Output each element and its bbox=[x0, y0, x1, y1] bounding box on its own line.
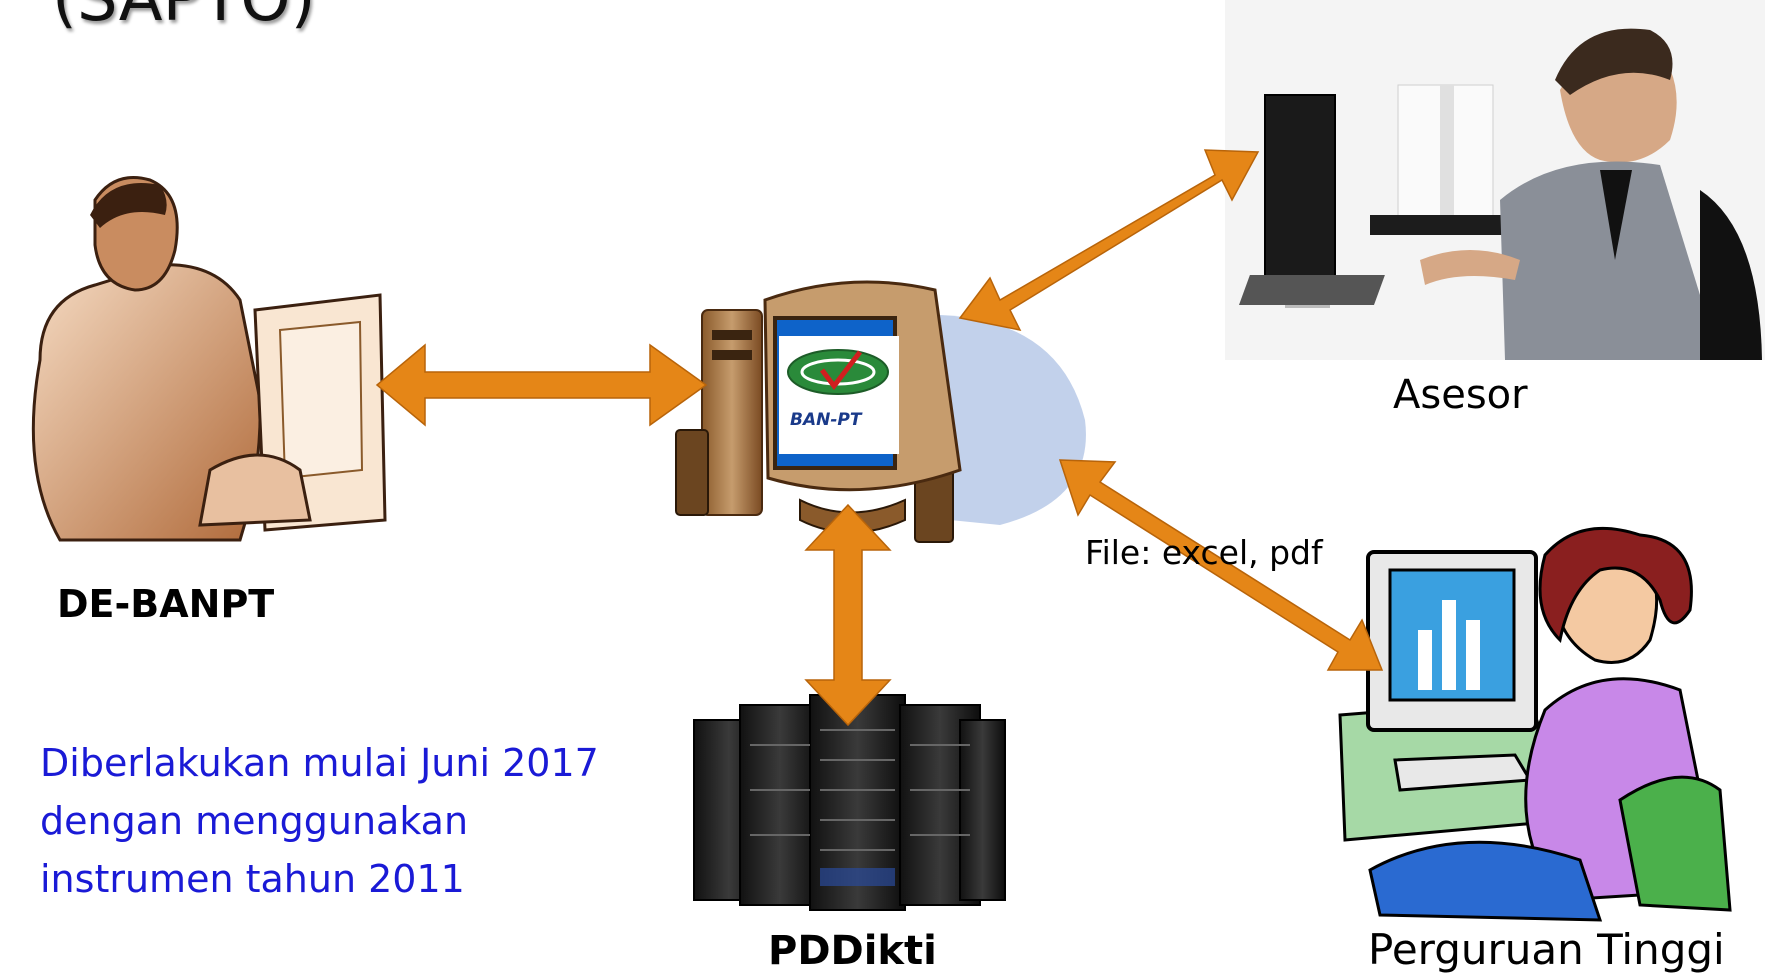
pddikti-server-racks bbox=[693, 694, 1006, 911]
node-label-de-banpt: DE-BANPT bbox=[57, 582, 275, 626]
asesor-figure bbox=[1225, 0, 1765, 360]
page-title: (SAPTO) bbox=[52, 0, 316, 36]
de-banpt-figure bbox=[31, 176, 387, 542]
note-line-1: Diberlakukan mulai Juni 2017 bbox=[40, 741, 599, 785]
node-label-perguruan-tinggi: Perguruan Tinggi bbox=[1368, 925, 1725, 974]
arrow-server-pddikti bbox=[804, 503, 892, 727]
arrow-debanpt-server bbox=[375, 343, 708, 427]
note-line-2: dengan menggunakan bbox=[40, 799, 469, 843]
arrows bbox=[375, 149, 1384, 727]
banpt-logo-text: BAN-PT bbox=[790, 410, 862, 430]
note-text: Diberlakukan mulai Juni 2017 dengan meng… bbox=[40, 734, 660, 908]
node-label-asesor: Asesor bbox=[1393, 372, 1528, 418]
arrow-server-pt bbox=[1058, 459, 1384, 671]
node-label-pddikti: PDDikti bbox=[768, 928, 937, 974]
edge-label-file-types: File: excel, pdf bbox=[1085, 533, 1323, 572]
perguruan-tinggi-figure bbox=[1338, 526, 1732, 922]
arrow-server-asesor bbox=[958, 149, 1260, 332]
banpt-server-computer bbox=[675, 280, 1086, 543]
note-line-3: instrumen tahun 2011 bbox=[40, 857, 465, 901]
